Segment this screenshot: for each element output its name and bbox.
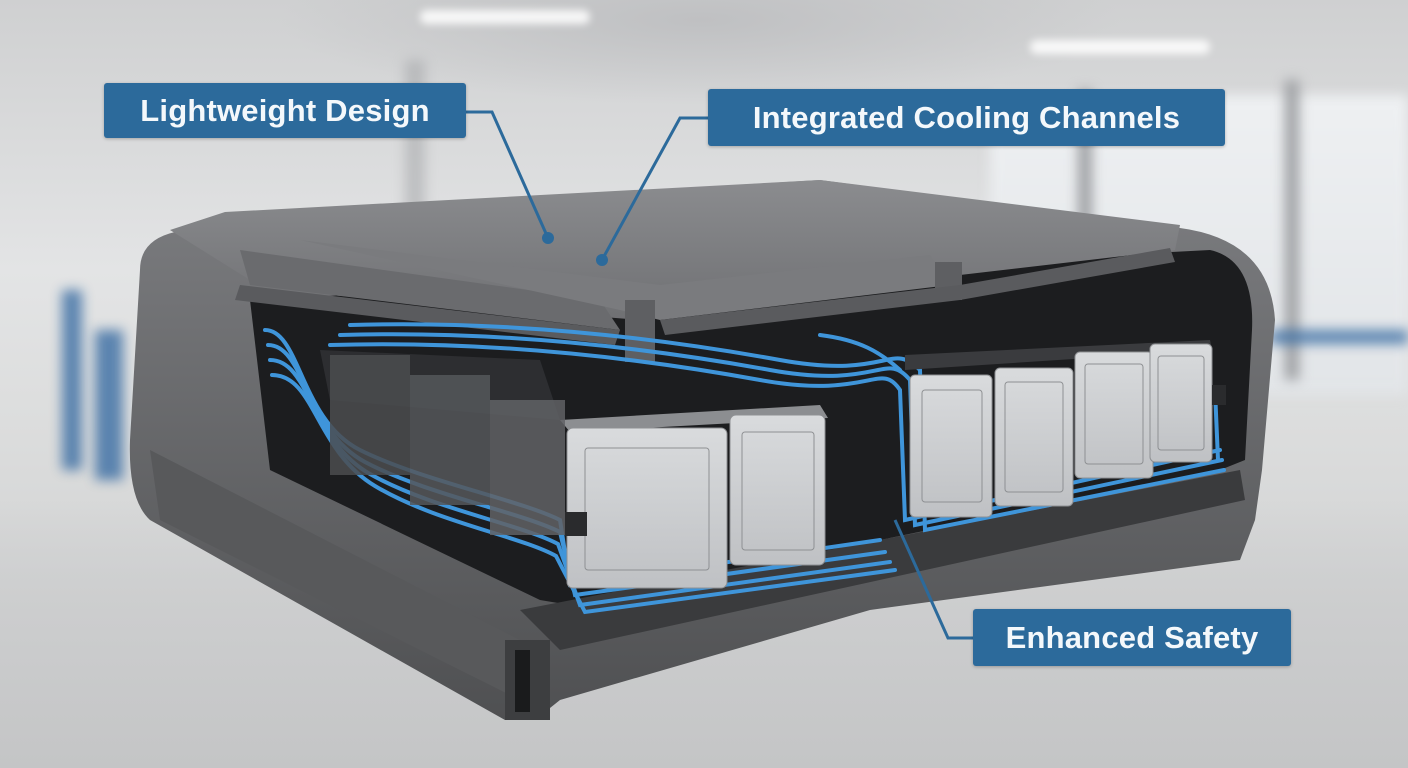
workbench-blue-rail <box>1270 330 1408 344</box>
callout-integrated-cooling-channels: Integrated Cooling Channels <box>708 89 1225 146</box>
leader-line-cooling <box>600 116 708 261</box>
machine-blue-part <box>62 290 82 470</box>
machine-blue-part <box>95 330 123 480</box>
window-pillar <box>1285 80 1299 380</box>
leader-line-safety <box>893 519 973 640</box>
battery-cells <box>320 340 1226 589</box>
ceiling-light <box>420 10 590 24</box>
anchor-dot-cooling <box>596 254 608 266</box>
callout-enhanced-safety: Enhanced Safety <box>973 609 1291 666</box>
anchor-dot-lightweight <box>542 232 554 244</box>
leader-line-lightweight <box>466 110 550 239</box>
leader-lines <box>466 110 973 640</box>
callout-lightweight-design: Lightweight Design <box>104 83 466 138</box>
ceiling-light <box>1030 40 1210 54</box>
